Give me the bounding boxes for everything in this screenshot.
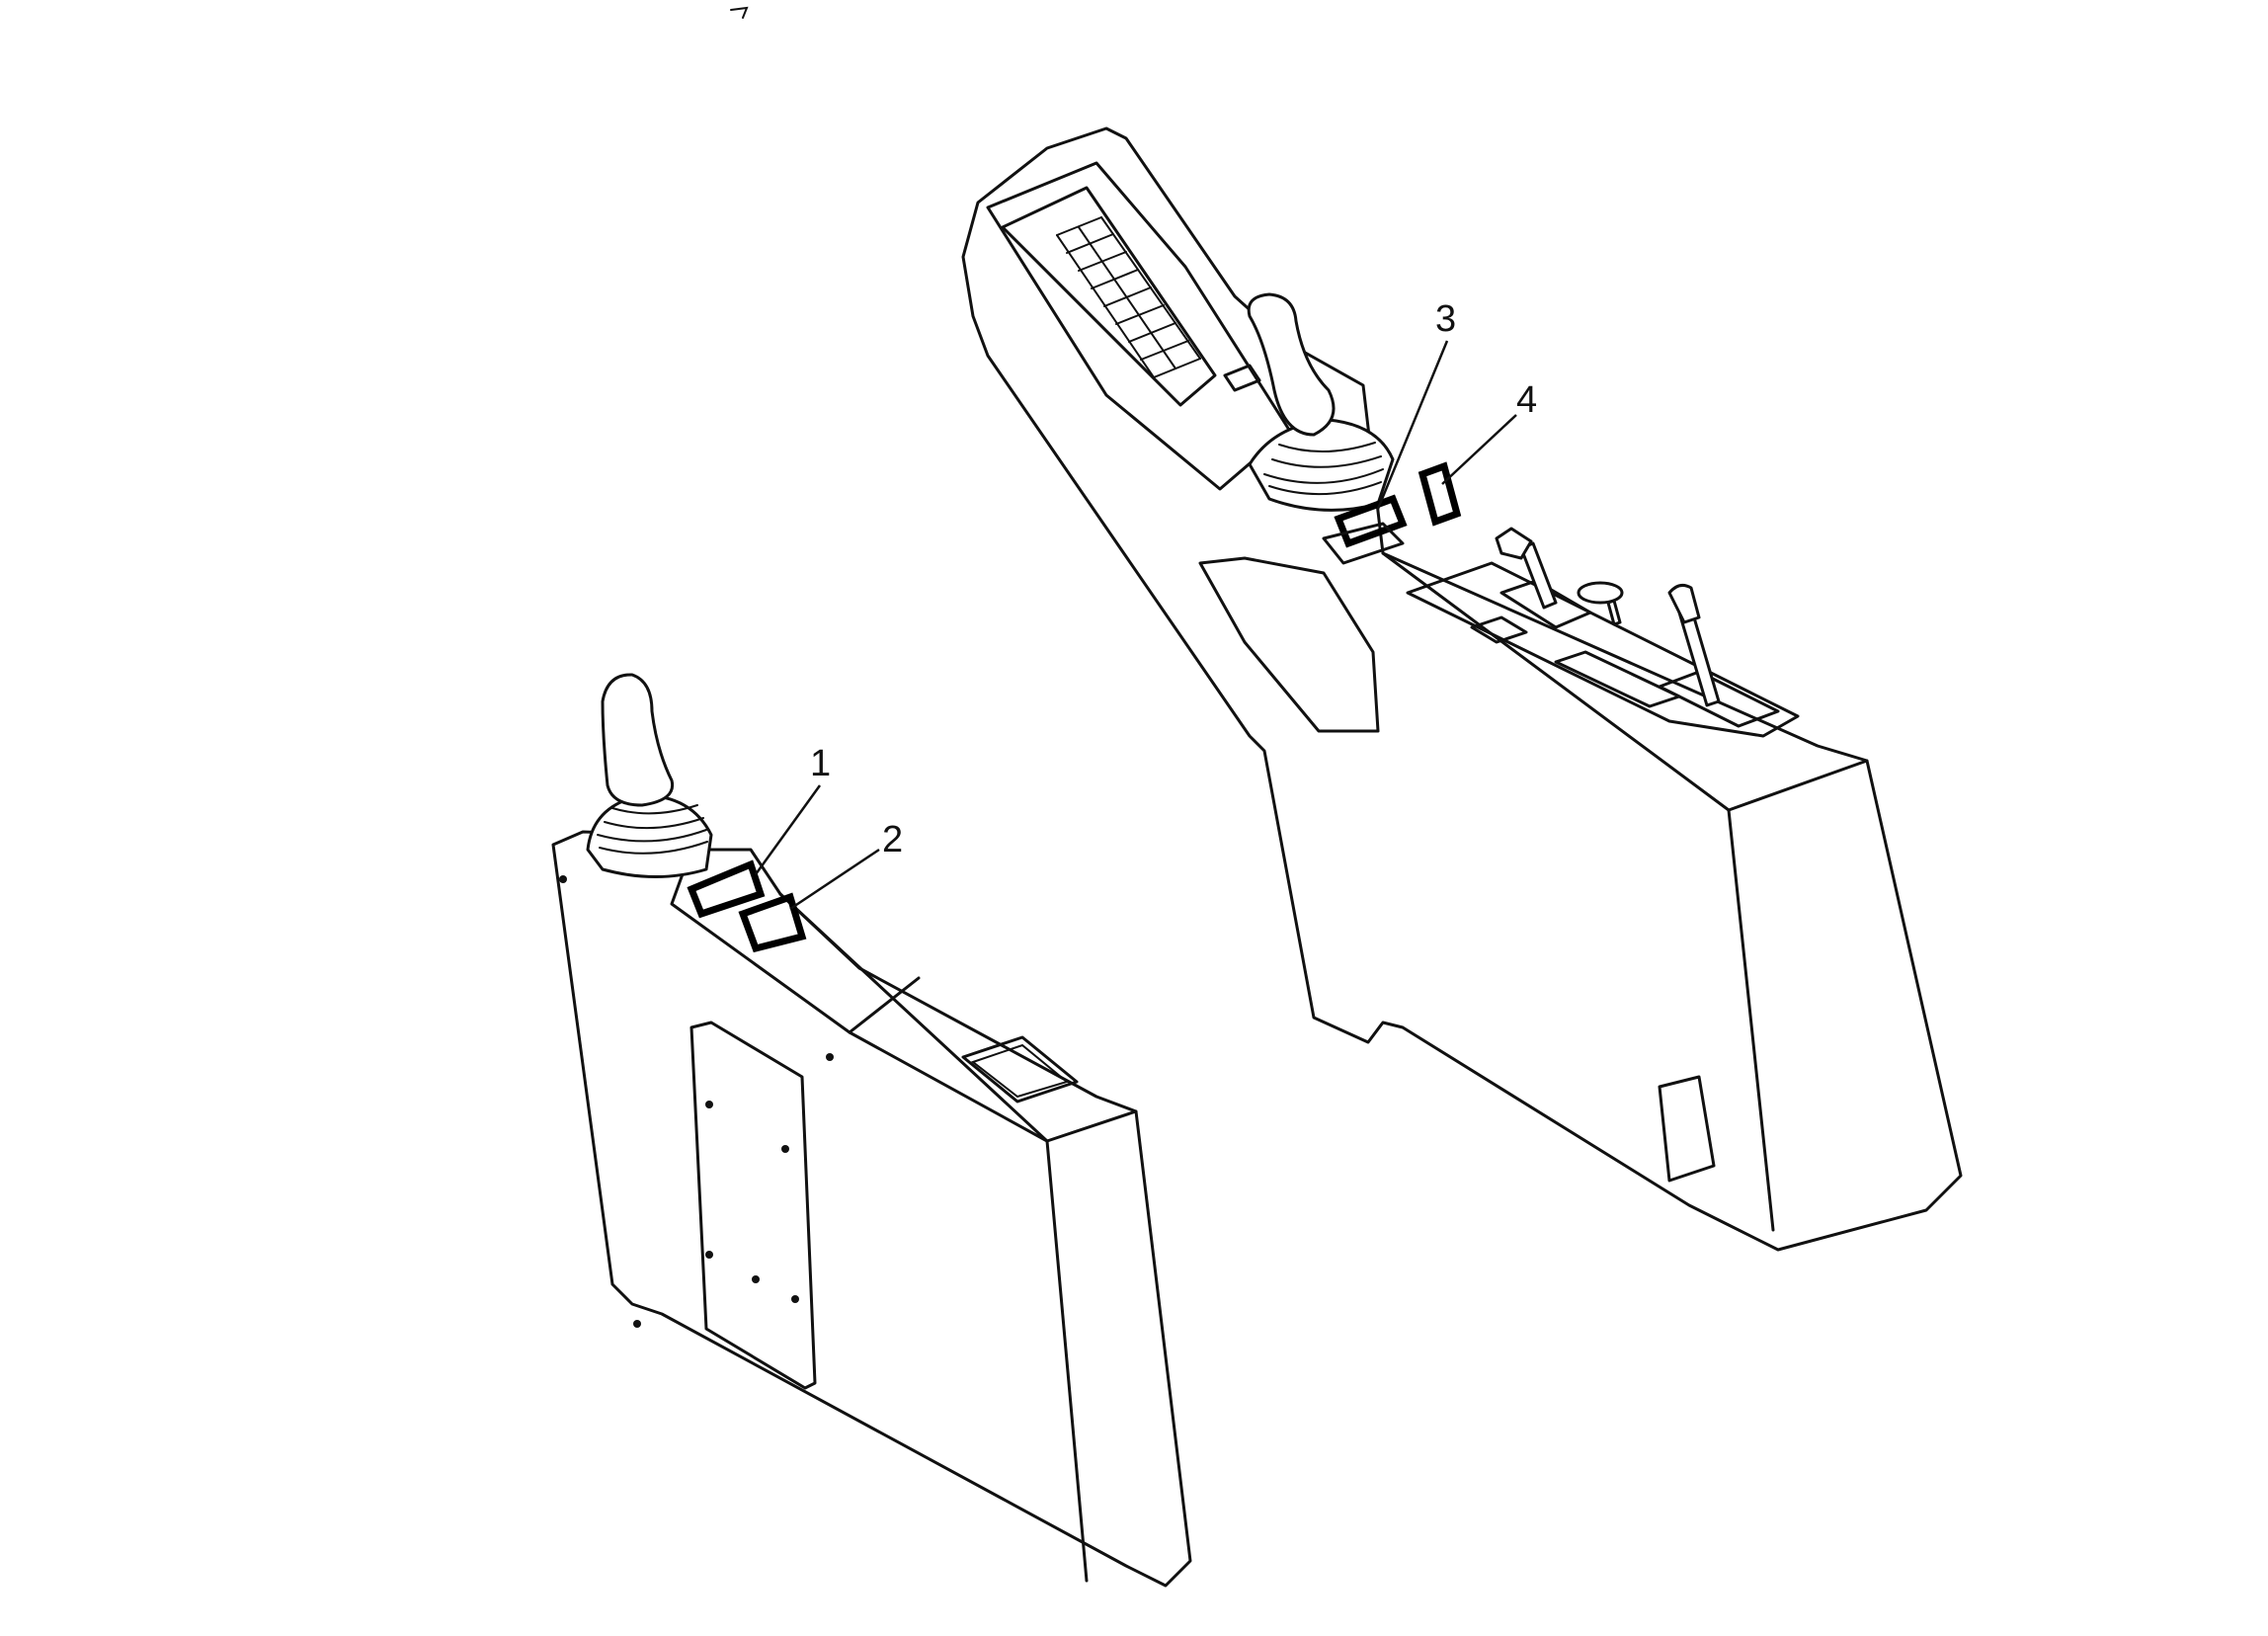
scan-specks <box>730 6 749 19</box>
display-indicator-box <box>1223 364 1261 392</box>
left-console-front-edge <box>1045 1139 1089 1583</box>
left-console-top-window <box>961 1035 1079 1104</box>
leader-4 <box>1441 414 1517 485</box>
right-console-front-edge <box>1727 808 1775 1232</box>
switch-recess <box>1322 522 1405 565</box>
left-console-access-panel <box>689 1021 817 1390</box>
leader-1 <box>754 784 822 875</box>
lever-panel-rect <box>1554 650 1681 708</box>
callout-2: 2 <box>882 819 903 860</box>
right-console-display-screen <box>1001 186 1217 407</box>
lever-well <box>1406 561 1800 738</box>
left-joystick-grip <box>601 673 675 807</box>
callout-1: 1 <box>810 743 831 784</box>
right-console <box>961 126 1963 1252</box>
left-joystick-boot <box>586 793 713 878</box>
lever-panel-small <box>1470 615 1528 644</box>
access-panel-screws <box>559 875 834 1328</box>
right-joystick-boot <box>1248 418 1395 512</box>
switch-2 <box>738 892 807 953</box>
left-joystick <box>586 673 713 878</box>
right-joystick <box>1247 292 1395 512</box>
lever-left <box>1495 527 1558 610</box>
lever-slot-left <box>1499 579 1592 629</box>
lever-right <box>1667 583 1721 707</box>
leader-2 <box>789 848 880 911</box>
left-console <box>551 673 1192 1588</box>
display-grid <box>1056 216 1201 378</box>
switch-3 <box>1334 494 1408 548</box>
left-console-body <box>551 830 1192 1588</box>
callout-3: 3 <box>1435 298 1456 340</box>
center-knob <box>1577 581 1624 626</box>
right-joystick-grip <box>1247 292 1336 437</box>
right-console-rear-foot <box>1658 1075 1716 1183</box>
lever-right-knob <box>1667 583 1701 624</box>
switch-1 <box>687 859 766 919</box>
lever-slot-right <box>1658 670 1780 728</box>
callouts: 1 2 3 4 <box>754 298 1537 911</box>
callout-4: 4 <box>1516 379 1537 421</box>
lever-left-knob <box>1495 527 1533 560</box>
switch-4 <box>1418 461 1462 527</box>
right-console-side-panel <box>1198 556 1380 733</box>
leader-3 <box>1376 340 1449 510</box>
